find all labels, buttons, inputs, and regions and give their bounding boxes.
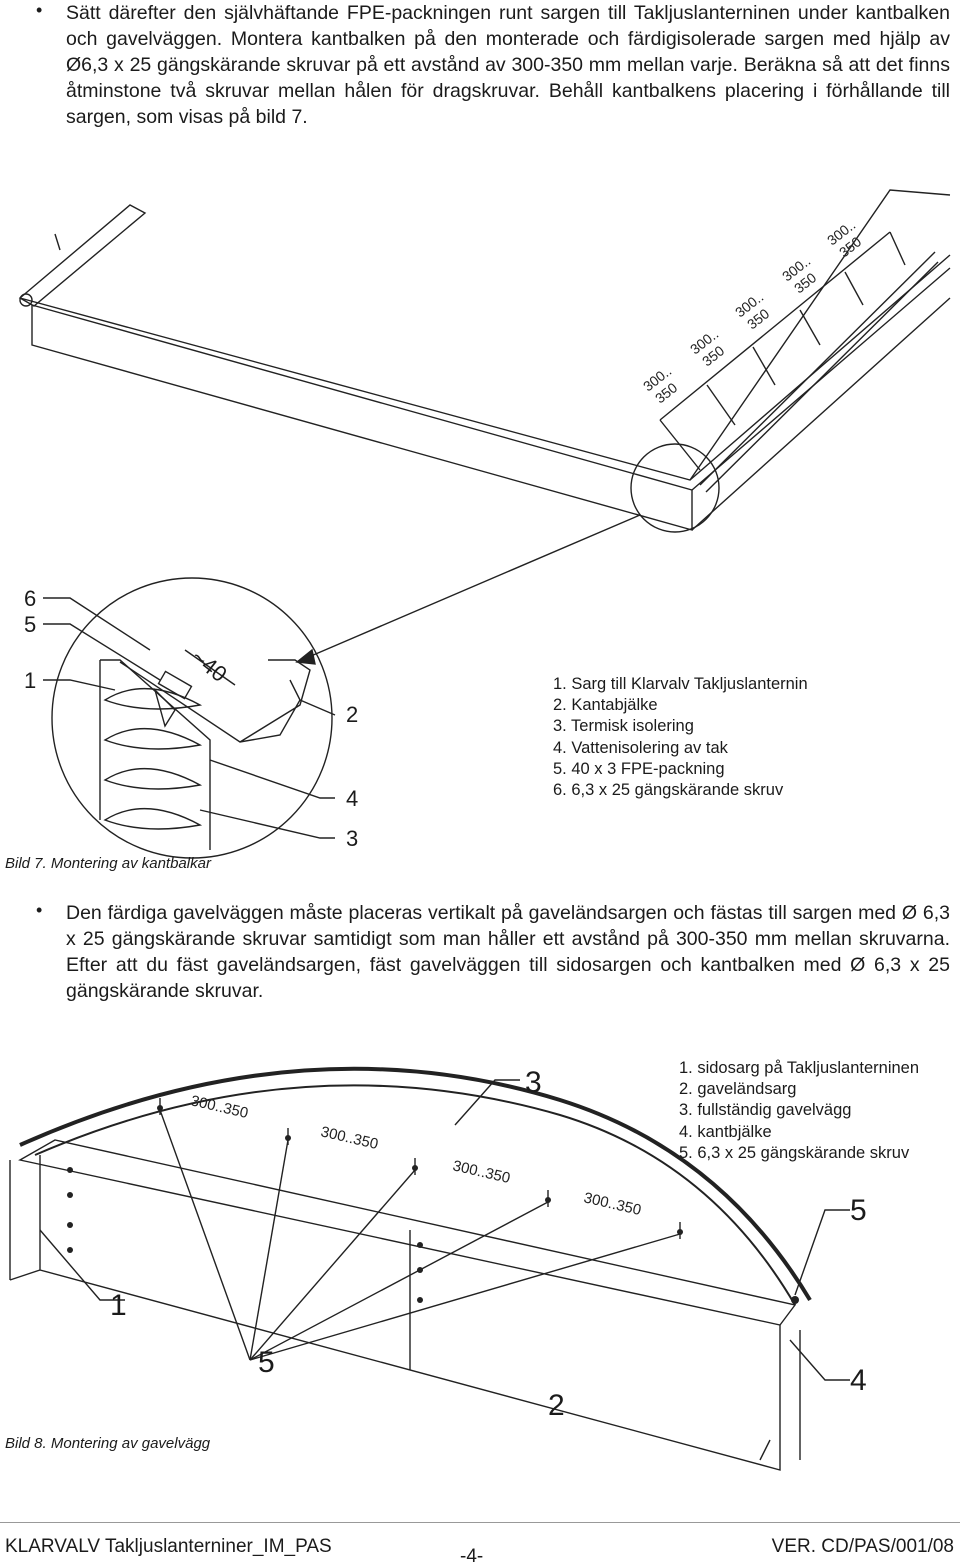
callout-6: 6 [24,586,36,611]
footer-rule [0,1522,960,1523]
dim-label: 300..350 [319,1123,380,1153]
legend-item: 4. kantbjälke [679,1122,772,1141]
callout-3: 3 [346,826,358,851]
figure-8-caption: Bild 8. Montering av gavelvägg [5,1435,211,1452]
callout-5: 5 [24,612,36,637]
legend-item: 2. Kantabjälke [553,696,658,715]
legend-item: 3. Termisk isolering [553,717,694,736]
dim-label: 300..350 [451,1157,512,1187]
callout-2: 2 [548,1389,565,1422]
callout-3: 3 [525,1066,542,1099]
callout-4: 4 [850,1364,867,1397]
callout-1: 1 [110,1289,127,1322]
legend-item: 5. 6,3 x 25 gängskärande skruv [679,1143,910,1162]
figure-8-drawing: 300..350 300..350 300..350 300..350 3 5 … [9,1066,867,1471]
legend-item: 1. Sarg till Klarvalv Takljuslanternin [553,675,808,693]
footer-right: VER. CD/PAS/001/08 [771,1536,954,1557]
dim-label: 300..350 [582,1189,643,1219]
callout-1: 1 [24,668,36,693]
figure-7-drawing: 300.. 350 300.. 350 300.. 350 300.. 350 … [18,189,951,859]
dim-label: 300..350 [189,1092,250,1122]
figure-8-legend: 1. sidosarg på Takljuslanterninen 2. gav… [679,1058,919,1164]
callout-2: 2 [346,702,358,727]
legend-item: 2. gaveländsarg [679,1080,797,1099]
instruction-paragraph-1: Sätt därefter den självhäftande FPE-pack… [66,2,950,128]
legend-item: 5. 40 x 3 FPE-packning [553,759,725,778]
legend-item: 6. 6,3 x 25 gängskärande skruv [553,781,784,800]
instruction-paragraph-2: Den färdiga gavelväggen måste placeras v… [66,902,950,1002]
callout-5: 5 [258,1346,275,1379]
figure-7-caption: Bild 7. Montering av kantbalkar [5,855,211,872]
footer-left: KLARVALV Takljuslanterniner_IM_PAS [5,1536,332,1557]
callout-4: 4 [346,786,358,811]
page-number: -4- [460,1546,484,1567]
figure-7-legend: 1. Sarg till Klarvalv Takljuslanternin 2… [553,674,808,801]
callout-5: 5 [850,1194,867,1227]
legend-item: 3. fullständig gavelvägg [679,1101,852,1120]
detail-dim-label: ~40 [187,644,232,687]
legend-item: 4. Vattenisolering av tak [553,738,728,757]
bullet: • [36,900,43,920]
bullet: • [36,0,43,20]
legend-item: 1. sidosarg på Takljuslanterninen [679,1059,920,1077]
